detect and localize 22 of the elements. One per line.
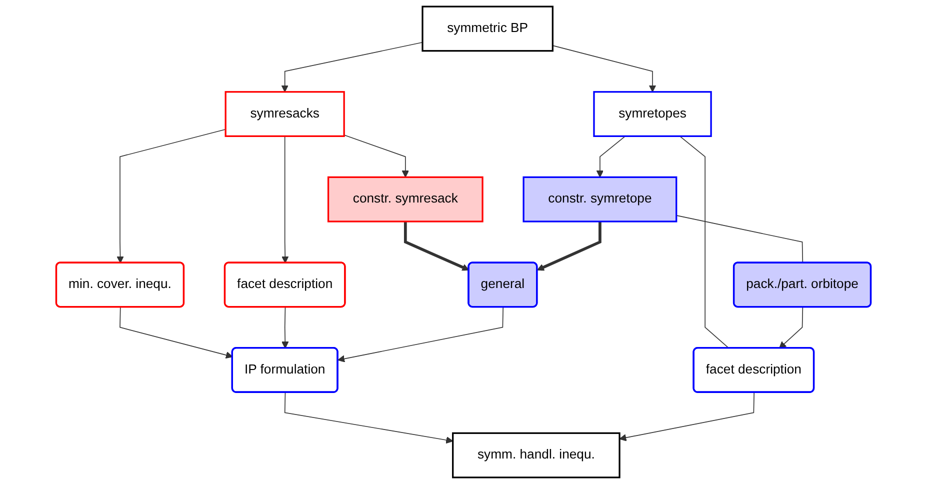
arrow — [552, 45, 656, 92]
node-box: symmetric BP — [422, 6, 554, 52]
arrow — [282, 136, 289, 264]
arrow — [344, 134, 410, 178]
arrow — [536, 222, 602, 271]
arrow — [282, 306, 289, 349]
arrow — [120, 306, 233, 359]
arrow — [596, 136, 626, 178]
arrow — [281, 42, 423, 92]
connector — [676, 215, 804, 264]
node-box: constr. symresack — [327, 176, 484, 222]
node-box: symresacks — [224, 91, 345, 137]
node-box: symretopes — [593, 91, 712, 137]
arrow — [116, 128, 226, 264]
node-box: symm. handl. inequ. — [452, 432, 620, 478]
arrow — [284, 392, 454, 444]
arrow — [619, 392, 754, 442]
arrow — [779, 306, 804, 349]
connector — [679, 136, 730, 349]
arrow — [338, 306, 504, 362]
arrow — [404, 222, 470, 271]
node-box: constr. symretope — [522, 176, 678, 222]
